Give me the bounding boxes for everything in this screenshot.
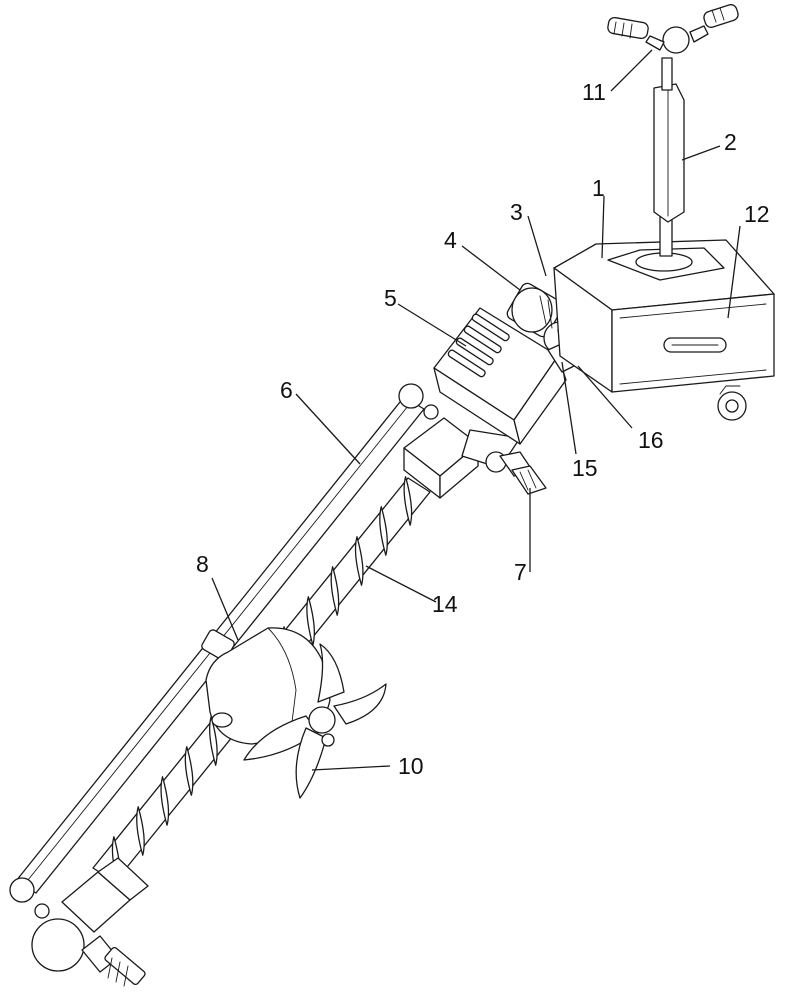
reference-numerals: 1 2 3 4 5 6 7 8 10 11 12 14 15 16 bbox=[196, 79, 770, 779]
label-11: 11 bbox=[582, 79, 606, 105]
upper-bearing-housing bbox=[403, 417, 521, 499]
label-5: 5 bbox=[384, 285, 397, 311]
upper-nozzle bbox=[485, 451, 547, 495]
spiral-blade bbox=[184, 746, 194, 796]
spiral-blade bbox=[209, 716, 218, 766]
label-16: 16 bbox=[638, 427, 664, 453]
label-15: 15 bbox=[572, 455, 598, 481]
label-3: 3 bbox=[510, 199, 523, 225]
vent-slots bbox=[447, 313, 510, 378]
label-14: 14 bbox=[432, 591, 458, 617]
spiral-blade bbox=[330, 566, 340, 616]
label-7: 7 bbox=[514, 559, 527, 585]
lower-bearing-block bbox=[31, 857, 149, 987]
spiral-blade bbox=[379, 506, 388, 556]
spiral-blade bbox=[403, 476, 413, 526]
motor-box bbox=[433, 307, 567, 445]
handle-grip bbox=[607, 4, 739, 54]
control-box bbox=[553, 239, 775, 421]
spiral-blade bbox=[354, 536, 364, 586]
telescopic-handle bbox=[653, 57, 685, 257]
spiral-blade bbox=[136, 806, 145, 856]
label-2: 2 bbox=[724, 129, 737, 155]
leader-lines bbox=[211, 49, 741, 771]
label-1: 1 bbox=[592, 175, 605, 201]
propeller bbox=[243, 643, 387, 799]
spiral-blade bbox=[160, 776, 170, 826]
sliding-sleeve bbox=[205, 627, 331, 745]
label-8: 8 bbox=[196, 551, 209, 577]
guide-rod bbox=[9, 383, 439, 919]
label-12: 12 bbox=[744, 201, 770, 227]
label-6: 6 bbox=[280, 377, 293, 403]
label-4: 4 bbox=[444, 227, 457, 253]
label-10: 10 bbox=[398, 753, 424, 779]
